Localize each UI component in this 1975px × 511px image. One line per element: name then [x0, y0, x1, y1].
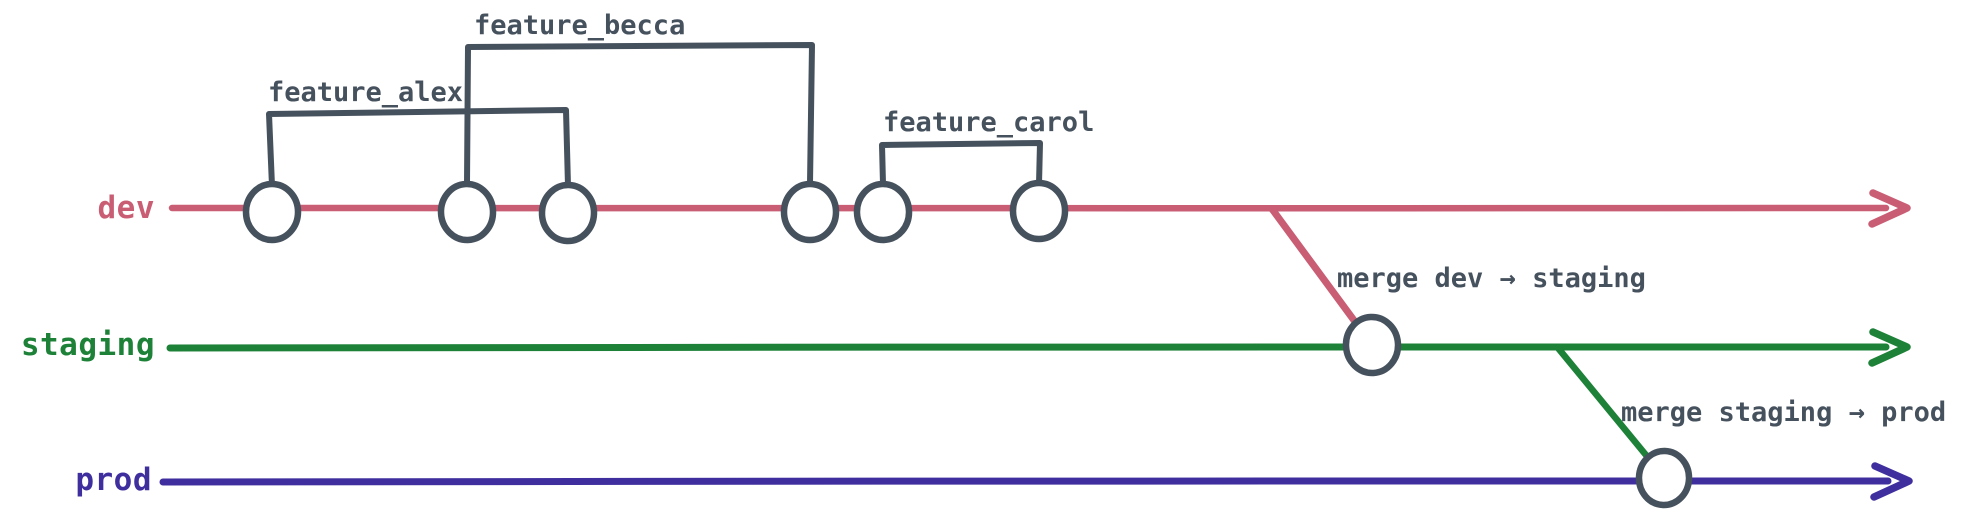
dev-arrow-head-icon: [1868, 189, 1911, 228]
merge-line-dev-to-staging: [1268, 205, 1371, 342]
prod-branch-label: prod: [75, 462, 152, 498]
feature-alex-label: feature_alex: [268, 77, 463, 108]
staging-branch-label: staging: [21, 327, 155, 363]
commit-node-staging-merge: [1342, 313, 1402, 377]
merge-line-staging-to-prod: [1554, 344, 1659, 470]
feature-becca-label: feature_becca: [474, 10, 685, 41]
prod-arrow-head-icon: [1870, 462, 1913, 501]
feature-alex-group: feature_alex: [266, 77, 571, 189]
staging-branch-group: staging merge dev → staging: [21, 263, 1911, 470]
prod-branch-group: prod merge staging → prod: [75, 397, 1946, 509]
commit-node-dev-6: [1009, 179, 1069, 243]
feature-carol-label: feature_carol: [883, 107, 1094, 138]
commit-node-dev-3: [538, 181, 598, 245]
staging-arrow-head-icon: [1868, 328, 1911, 367]
staging-branch-line: [166, 343, 1890, 352]
commit-node-dev-2: [437, 180, 497, 244]
feature-carol-group: feature_carol: [879, 107, 1094, 187]
dev-branch-line: [168, 204, 1890, 212]
feature-carol-bracket: [879, 140, 1043, 187]
commit-node-dev-4: [780, 180, 840, 244]
feature-becca-group: feature_becca: [464, 10, 815, 187]
commit-node-prod-merge: [1635, 447, 1693, 509]
feature-alex-bracket: [266, 107, 571, 189]
dev-branch-group: dev: [98, 179, 1911, 342]
merge-dev-to-staging-label: merge dev → staging: [1337, 263, 1646, 294]
dev-branch-label: dev: [98, 190, 156, 226]
prod-branch-line: [159, 477, 1892, 486]
commit-node-dev-1: [242, 180, 302, 244]
merge-staging-to-prod-label: merge staging → prod: [1621, 397, 1946, 428]
commit-node-dev-5: [853, 180, 913, 244]
feature-becca-bracket: [464, 42, 815, 187]
